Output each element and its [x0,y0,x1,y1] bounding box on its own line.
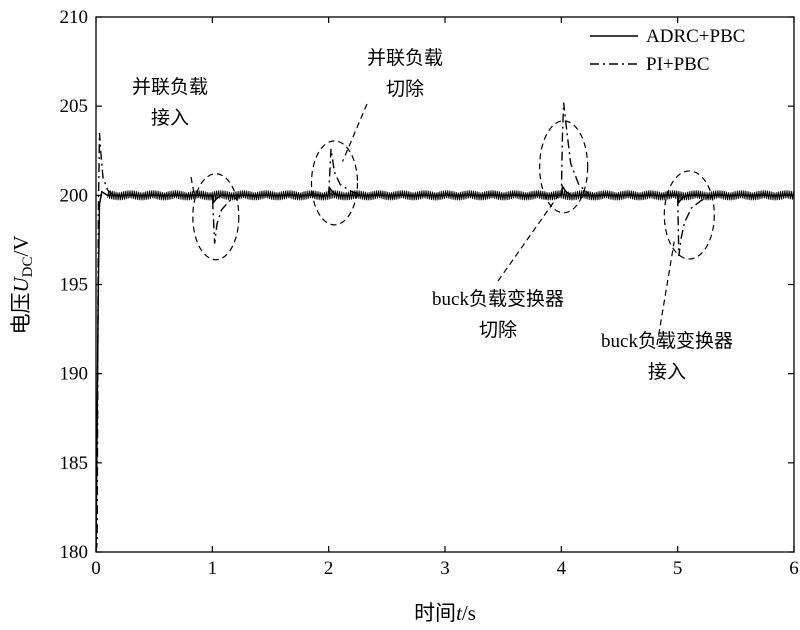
x-axis-unit: /s [462,601,476,625]
annotation-label-parallel-load-off: 切除 [386,78,424,100]
annotation-label-parallel-load-on: 接入 [151,107,189,129]
y-tick-label: 210 [60,7,89,28]
x-tick-label: 5 [673,558,683,579]
x-tick-label: 2 [324,558,334,579]
y-tick-label: 180 [60,542,89,563]
x-tick-label: 3 [440,558,450,579]
y-axis-variable: U [9,276,33,293]
y-tick-label: 185 [60,453,89,474]
annotation-leader-buck-load-on [656,241,675,346]
y-tick-label: 195 [60,275,89,296]
annotation-ellipse-parallel-load-off [310,140,359,226]
annotation-leader-buck-load-off [497,195,559,282]
annotation-label-buck-load-off: buck负载变换器 [432,288,564,310]
x-tick-label: 4 [557,558,567,579]
y-axis-label: 电压 [9,293,33,335]
annotation-label-buck-load-off: 切除 [479,319,517,341]
annotation-label-buck-load-on: buck负载变换器 [601,330,733,352]
annotation-label-parallel-load-off: 并联负载 [367,47,443,69]
legend-label-pi-pbc: PI+PBC [646,54,710,75]
x-axis-label: 时间 [414,601,456,625]
legend-label-adrc-pbc: ADRC+PBC [646,26,745,47]
x-axis-title: 时间t/s [414,601,476,625]
x-axis-variable: t [456,601,463,625]
annotation-ellipse-parallel-load-on [192,173,240,261]
y-axis-unit: /V [9,235,33,256]
annotation-label-parallel-load-on: 并联负载 [132,76,208,98]
y-axis-title: 电压UDC/V [9,235,36,334]
x-tick-label: 6 [789,558,799,579]
y-axis-subscript: DC [20,256,36,277]
x-tick-label: 0 [91,558,101,579]
plot-area [95,16,795,553]
annotation-leader-parallel-load-off [342,103,368,162]
annotation-ellipse-buck-load-on [663,170,715,260]
series-ripple-adrc-pbc [107,190,794,201]
annotation-ellipse-buck-load-off [539,120,589,214]
annotation-leader-parallel-load-on [190,176,196,199]
y-tick-label: 190 [60,364,89,385]
annotation-label-buck-load-on: 接入 [648,361,686,383]
y-tick-label: 200 [60,185,89,206]
y-tick-label: 205 [60,96,89,117]
series-line-pi-pbc [96,102,794,552]
x-tick-label: 1 [208,558,218,579]
